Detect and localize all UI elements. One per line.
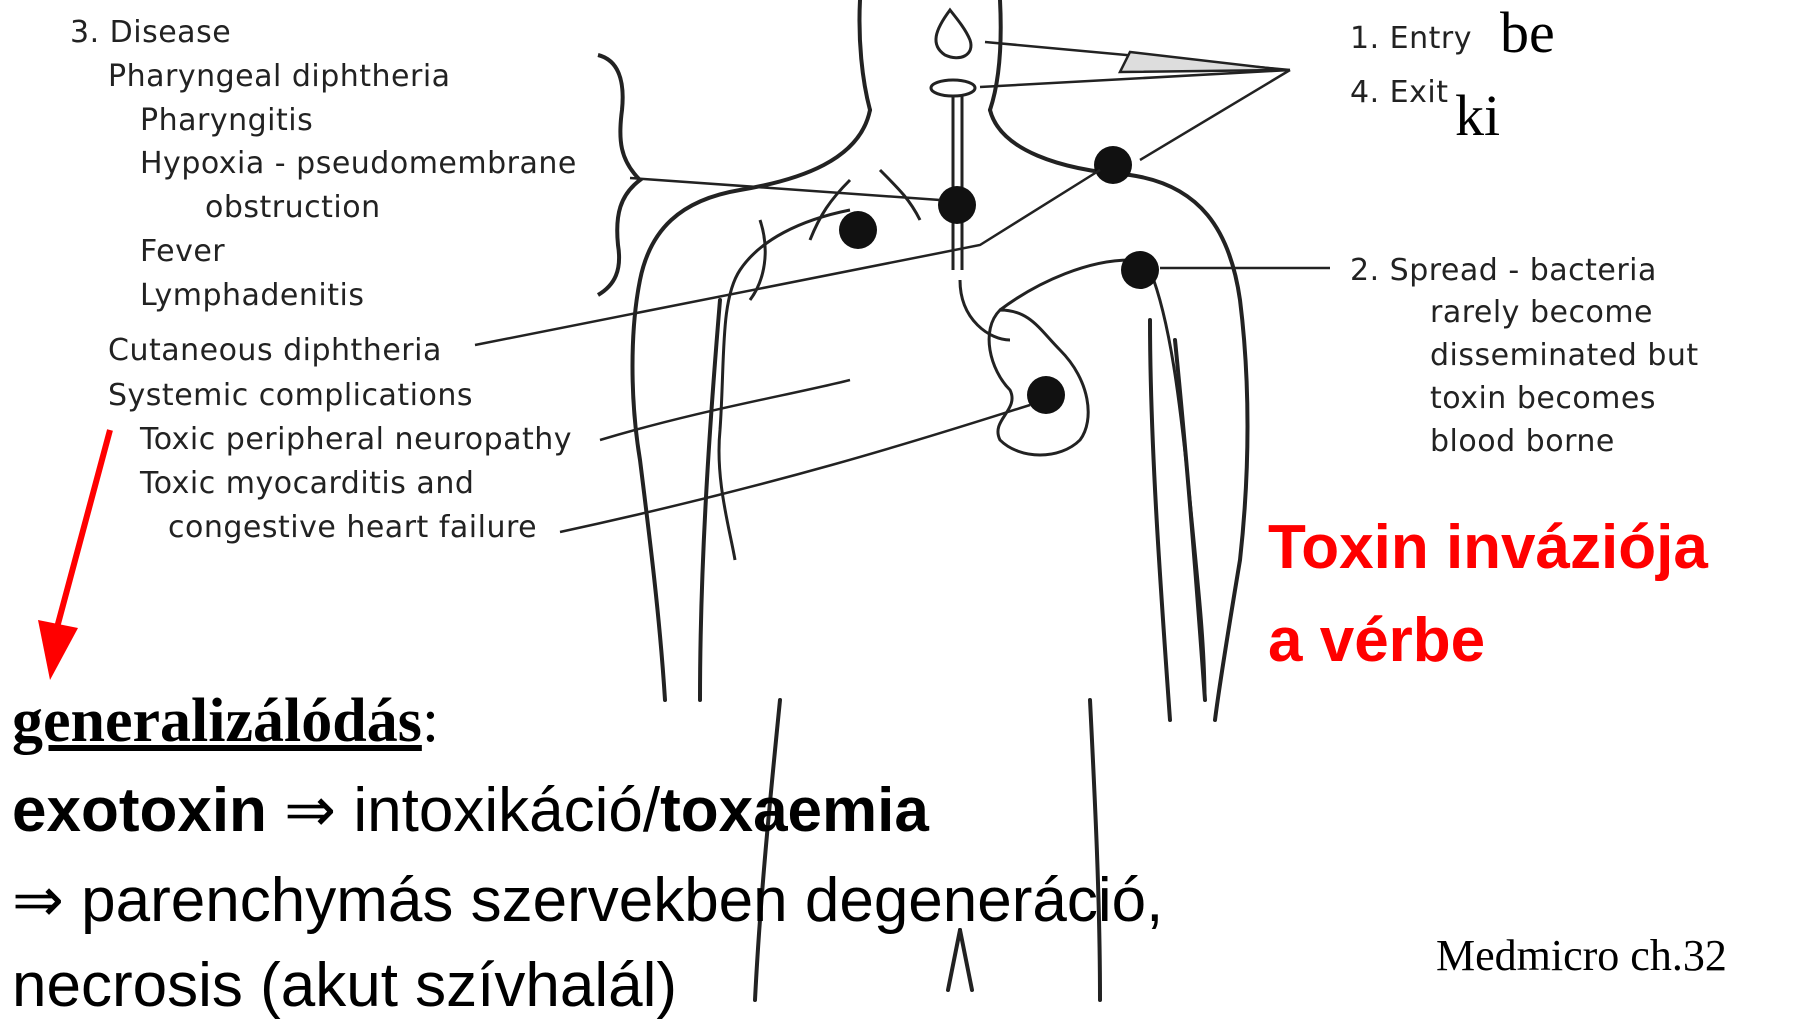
label-systemic: Systemic complications [108, 378, 473, 413]
exotoxin-word: exotoxin [12, 776, 267, 845]
label-hypoxia: Hypoxia - pseudomembrane [140, 146, 577, 181]
nose-shape [931, 10, 975, 270]
label-neuropathy: Toxic peripheral neuropathy [139, 422, 572, 457]
curly-brace [598, 55, 640, 295]
annotation-be: be [1500, 0, 1555, 65]
dot-vessel [1121, 251, 1159, 289]
parenchyma-text: parenchymás szervekben degeneráció, [64, 866, 1163, 935]
dot-heart [1027, 376, 1065, 414]
red-title-line2: a vérbe [1268, 605, 1485, 676]
dot-larynx [938, 186, 976, 224]
label-pharyngeal: Pharyngeal diphtheria [108, 59, 451, 94]
label-entry: 1. Entry [1350, 21, 1472, 56]
toxaemia-word: toxaemia [660, 776, 929, 845]
label-spread-1: 2. Spread - bacteria [1350, 253, 1657, 288]
label-disease: 3. Disease [70, 15, 231, 50]
generalization-line: generalizálódás: [12, 690, 439, 752]
generalization-colon: : [422, 687, 439, 755]
label-fever: Fever [140, 234, 225, 269]
label-spread-4: toxin becomes [1430, 381, 1656, 416]
label-exit: 4. Exit [1350, 75, 1448, 110]
exotoxin-line: exotoxin ⇒ intoxikáció/toxaemia [12, 780, 929, 842]
generalization-word: generalizálódás [12, 687, 422, 755]
label-myocarditis: Toxic myocarditis and [139, 466, 474, 501]
label-spread-3: disseminated but [1430, 338, 1699, 373]
red-title-line1: Toxin inváziója [1268, 512, 1708, 583]
label-spread-2: rarely become [1430, 295, 1653, 330]
intoxication-text: intoxikáció/ [336, 776, 660, 845]
dot-skin [1094, 146, 1132, 184]
label-heart-failure: congestive heart failure [168, 510, 537, 545]
diagram-labels: 3. Disease Pharyngeal diphtheria Pharyng… [70, 0, 1699, 545]
implies-arrow-2: ⇒ [12, 866, 64, 935]
parenchyma-line: ⇒ parenchymás szervekben degeneráció, [12, 870, 1163, 932]
label-obstruction: obstruction [205, 190, 381, 225]
dot-lymph [839, 211, 877, 249]
label-cutaneous: Cutaneous diphtheria [108, 333, 442, 368]
annotation-ki: ki [1455, 83, 1500, 148]
implies-arrow: ⇒ [284, 776, 336, 845]
label-spread-5: blood borne [1430, 424, 1615, 459]
red-arrow [38, 430, 110, 680]
leader-lines [475, 42, 1330, 532]
label-lymphadenitis: Lymphadenitis [140, 278, 364, 313]
source-citation: Medmicro ch.32 [1436, 930, 1727, 981]
necrosis-line: necrosis (akut szívhalál) [12, 955, 677, 1017]
label-pharyngitis: Pharyngitis [140, 103, 313, 138]
